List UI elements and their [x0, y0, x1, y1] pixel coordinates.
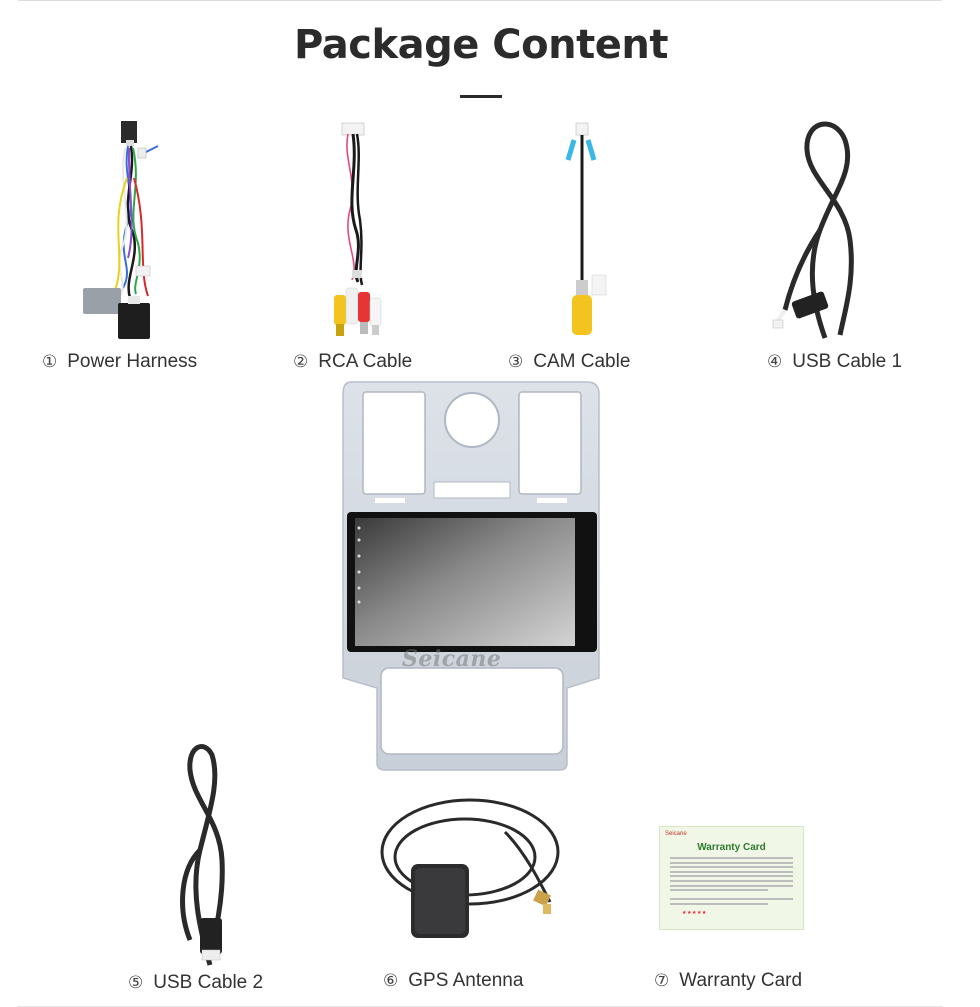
item-name: Power Harness: [67, 351, 198, 372]
rca-cable-image: [334, 122, 382, 336]
warranty-card-brand: Seicane: [665, 831, 687, 837]
item-name: RCA Cable: [318, 351, 413, 372]
gps-antenna-image: [380, 798, 560, 938]
brand-watermark: Seicane: [402, 646, 502, 672]
item-name: USB Cable 1: [792, 351, 903, 372]
top-divider: [18, 0, 942, 1]
usb-cable-2-image: [180, 744, 225, 966]
item-label: ⑤ USB Cable 2: [128, 972, 263, 994]
item-number: ②: [293, 352, 309, 372]
page-title: Package Content: [294, 22, 668, 68]
title-underline: [460, 95, 502, 98]
warranty-card-stars: ★★★★★: [682, 910, 707, 916]
item-name: Warranty Card: [679, 970, 803, 991]
item-number: ④: [767, 352, 783, 372]
item-label: ⑦ Warranty Card: [654, 970, 802, 992]
warranty-card-text: [670, 857, 793, 908]
item-number: ⑥: [383, 971, 399, 991]
usb-cable-1-image: [772, 121, 854, 339]
warranty-card-image: Seicane Warranty Card ★★★★★: [659, 826, 804, 930]
item-number: ⑤: [128, 973, 144, 993]
item-number: ①: [42, 352, 58, 372]
warranty-card-title: Warranty Card: [697, 842, 766, 853]
item-label: ① Power Harness: [42, 351, 197, 373]
item-label: ③ CAM Cable: [508, 351, 630, 373]
power-harness-image: [83, 121, 159, 339]
item-label: ④ USB Cable 1: [767, 351, 902, 373]
item-name: CAM Cable: [533, 351, 631, 372]
item-number: ③: [508, 352, 524, 372]
item-number: ⑦: [654, 971, 670, 991]
item-label: ⑥ GPS Antenna: [383, 970, 523, 992]
cam-cable-image: [565, 122, 607, 335]
item-label: ② RCA Cable: [293, 351, 412, 373]
item-name: USB Cable 2: [153, 972, 264, 993]
head-unit-image: [342, 381, 600, 771]
item-name: GPS Antenna: [408, 970, 524, 991]
